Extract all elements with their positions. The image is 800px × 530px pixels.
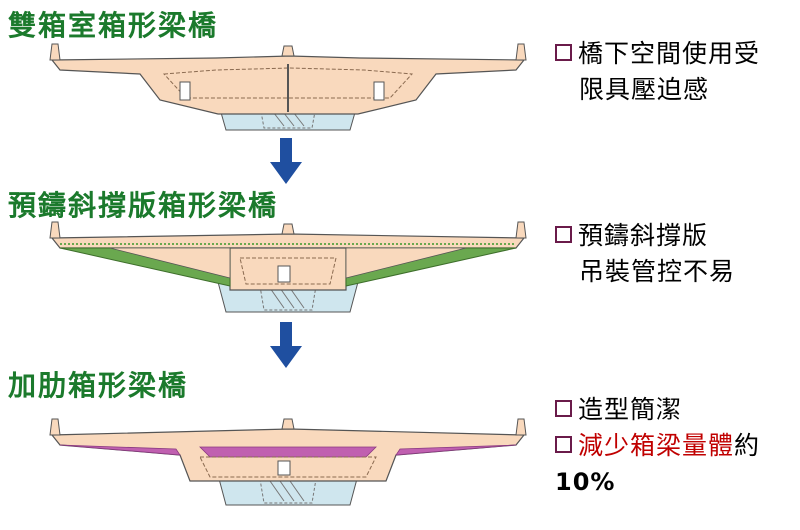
precast-strut-box-girder-diagram [49,221,527,313]
parapet-left [49,43,61,61]
parapet-right [515,418,527,436]
checkbox-icon [555,436,572,453]
ribbed-box-girder-diagram [49,418,527,506]
down-arrow-icon [270,322,302,368]
median-barrier [281,45,295,57]
note-ribbed-simple: 造型簡潔 [555,392,682,428]
rib-right [395,444,517,456]
note-precast-strut: 預鑄斜撐版 吊裝管控不易 [555,218,735,290]
median-barrier [281,418,295,430]
rib-left [59,444,181,456]
title-twin-cell-box-girder: 雙箱室箱形梁橋 [8,9,219,42]
parapet-right [515,43,527,61]
note-ribbed-volume: 減少箱梁量體約 10% [555,428,760,500]
median-barrier [281,223,295,235]
checkbox-icon [555,400,572,417]
parapet-right [515,221,527,239]
deck-slab [50,233,526,249]
parapet-left [49,221,61,239]
rib-top [199,446,377,458]
parapet-left [49,418,61,436]
title-precast-strut-box-girder: 預鑄斜撐版箱形梁橋 [8,189,279,222]
twin-cell-box-girder-diagram [49,43,527,131]
checkbox-icon [555,44,572,61]
down-arrow-icon [270,138,302,184]
volume-reduction-percent: 10% [555,468,616,496]
note-twin-cell: 橋下空間使用受 限具壓迫感 [555,36,760,108]
checkbox-icon [555,226,572,243]
title-ribbed-box-girder: 加肋箱形梁橋 [8,369,189,402]
